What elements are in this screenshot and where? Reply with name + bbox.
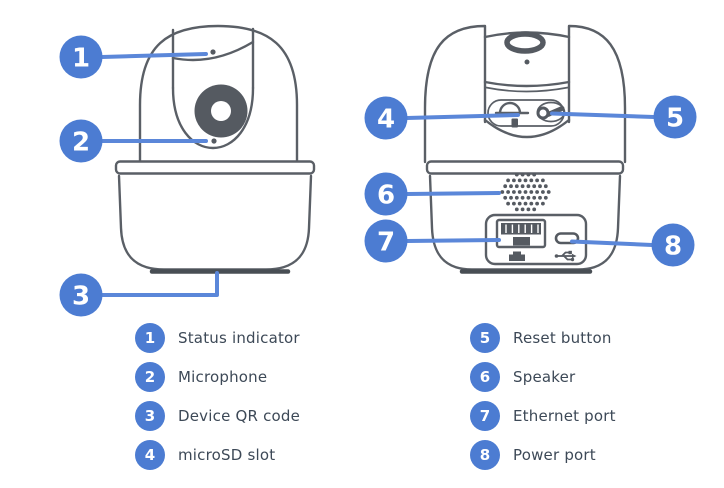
microsd-card bbox=[498, 101, 522, 115]
callout-badges: 1 2 3 4 5 6 7 bbox=[59, 35, 697, 317]
camera-lens-center bbox=[211, 101, 231, 121]
svg-text:8: 8 bbox=[664, 232, 682, 262]
back-head-band bbox=[483, 80, 571, 88]
front-collar-band bbox=[114, 160, 316, 175]
front-view-illustration bbox=[114, 24, 316, 274]
back-head-band-inner bbox=[485, 86, 569, 93]
back-right-ear bbox=[567, 24, 627, 164]
back-head-dot bbox=[524, 59, 530, 65]
reset-button bbox=[536, 106, 550, 120]
microsd-icon bbox=[511, 118, 518, 128]
back-left-ear bbox=[423, 24, 487, 164]
leader-lines bbox=[100, 52, 656, 297]
ethernet-pins bbox=[505, 224, 539, 233]
front-ball-outline bbox=[171, 86, 255, 150]
svg-text:5: 5 bbox=[666, 104, 684, 134]
ethernet-clip bbox=[513, 237, 530, 246]
front-ball-top-arc bbox=[171, 40, 255, 62]
leader-line-5 bbox=[550, 111, 656, 119]
back-collar-band bbox=[425, 160, 625, 175]
callout-badge-8: 8 bbox=[651, 223, 695, 267]
svg-text:7: 7 bbox=[377, 228, 395, 258]
ethernet-jack-pins-block bbox=[501, 223, 541, 235]
callout-badge-3: 3 bbox=[59, 273, 103, 317]
microphone-dot bbox=[211, 138, 217, 144]
status-indicator-dot bbox=[210, 49, 216, 55]
ethernet-port bbox=[495, 218, 547, 261]
back-head-bottom-arc bbox=[483, 118, 571, 139]
svg-text:2: 2 bbox=[72, 128, 90, 158]
leader-line-3 bbox=[100, 271, 219, 297]
leader-line-1 bbox=[100, 52, 208, 59]
svg-text:4: 4 bbox=[377, 105, 395, 135]
ethernet-jack-outline bbox=[495, 218, 547, 249]
leader-line-7 bbox=[405, 238, 501, 243]
ethernet-icon bbox=[509, 251, 525, 261]
callout-badge-6: 6 bbox=[364, 172, 408, 216]
svg-text:6: 6 bbox=[377, 181, 395, 211]
front-dome-outline bbox=[138, 24, 299, 164]
back-view-illustration bbox=[423, 24, 627, 274]
leader-line-4 bbox=[405, 113, 520, 120]
callout-badge-4: 4 bbox=[364, 96, 408, 140]
svg-text:1: 1 bbox=[72, 44, 90, 74]
front-body bbox=[117, 174, 313, 271]
lens-barrel-ring bbox=[504, 31, 546, 54]
usb-icon bbox=[554, 250, 577, 262]
callout-badge-1: 1 bbox=[59, 35, 103, 79]
callout-badge-7: 7 bbox=[364, 219, 408, 263]
callout-badge-5: 5 bbox=[653, 95, 697, 139]
leader-line-8 bbox=[570, 239, 654, 247]
speaker-grill bbox=[500, 172, 551, 212]
leader-line-6 bbox=[405, 191, 501, 196]
svg-text:3: 3 bbox=[72, 282, 90, 312]
callout-badge-2: 2 bbox=[59, 119, 103, 163]
